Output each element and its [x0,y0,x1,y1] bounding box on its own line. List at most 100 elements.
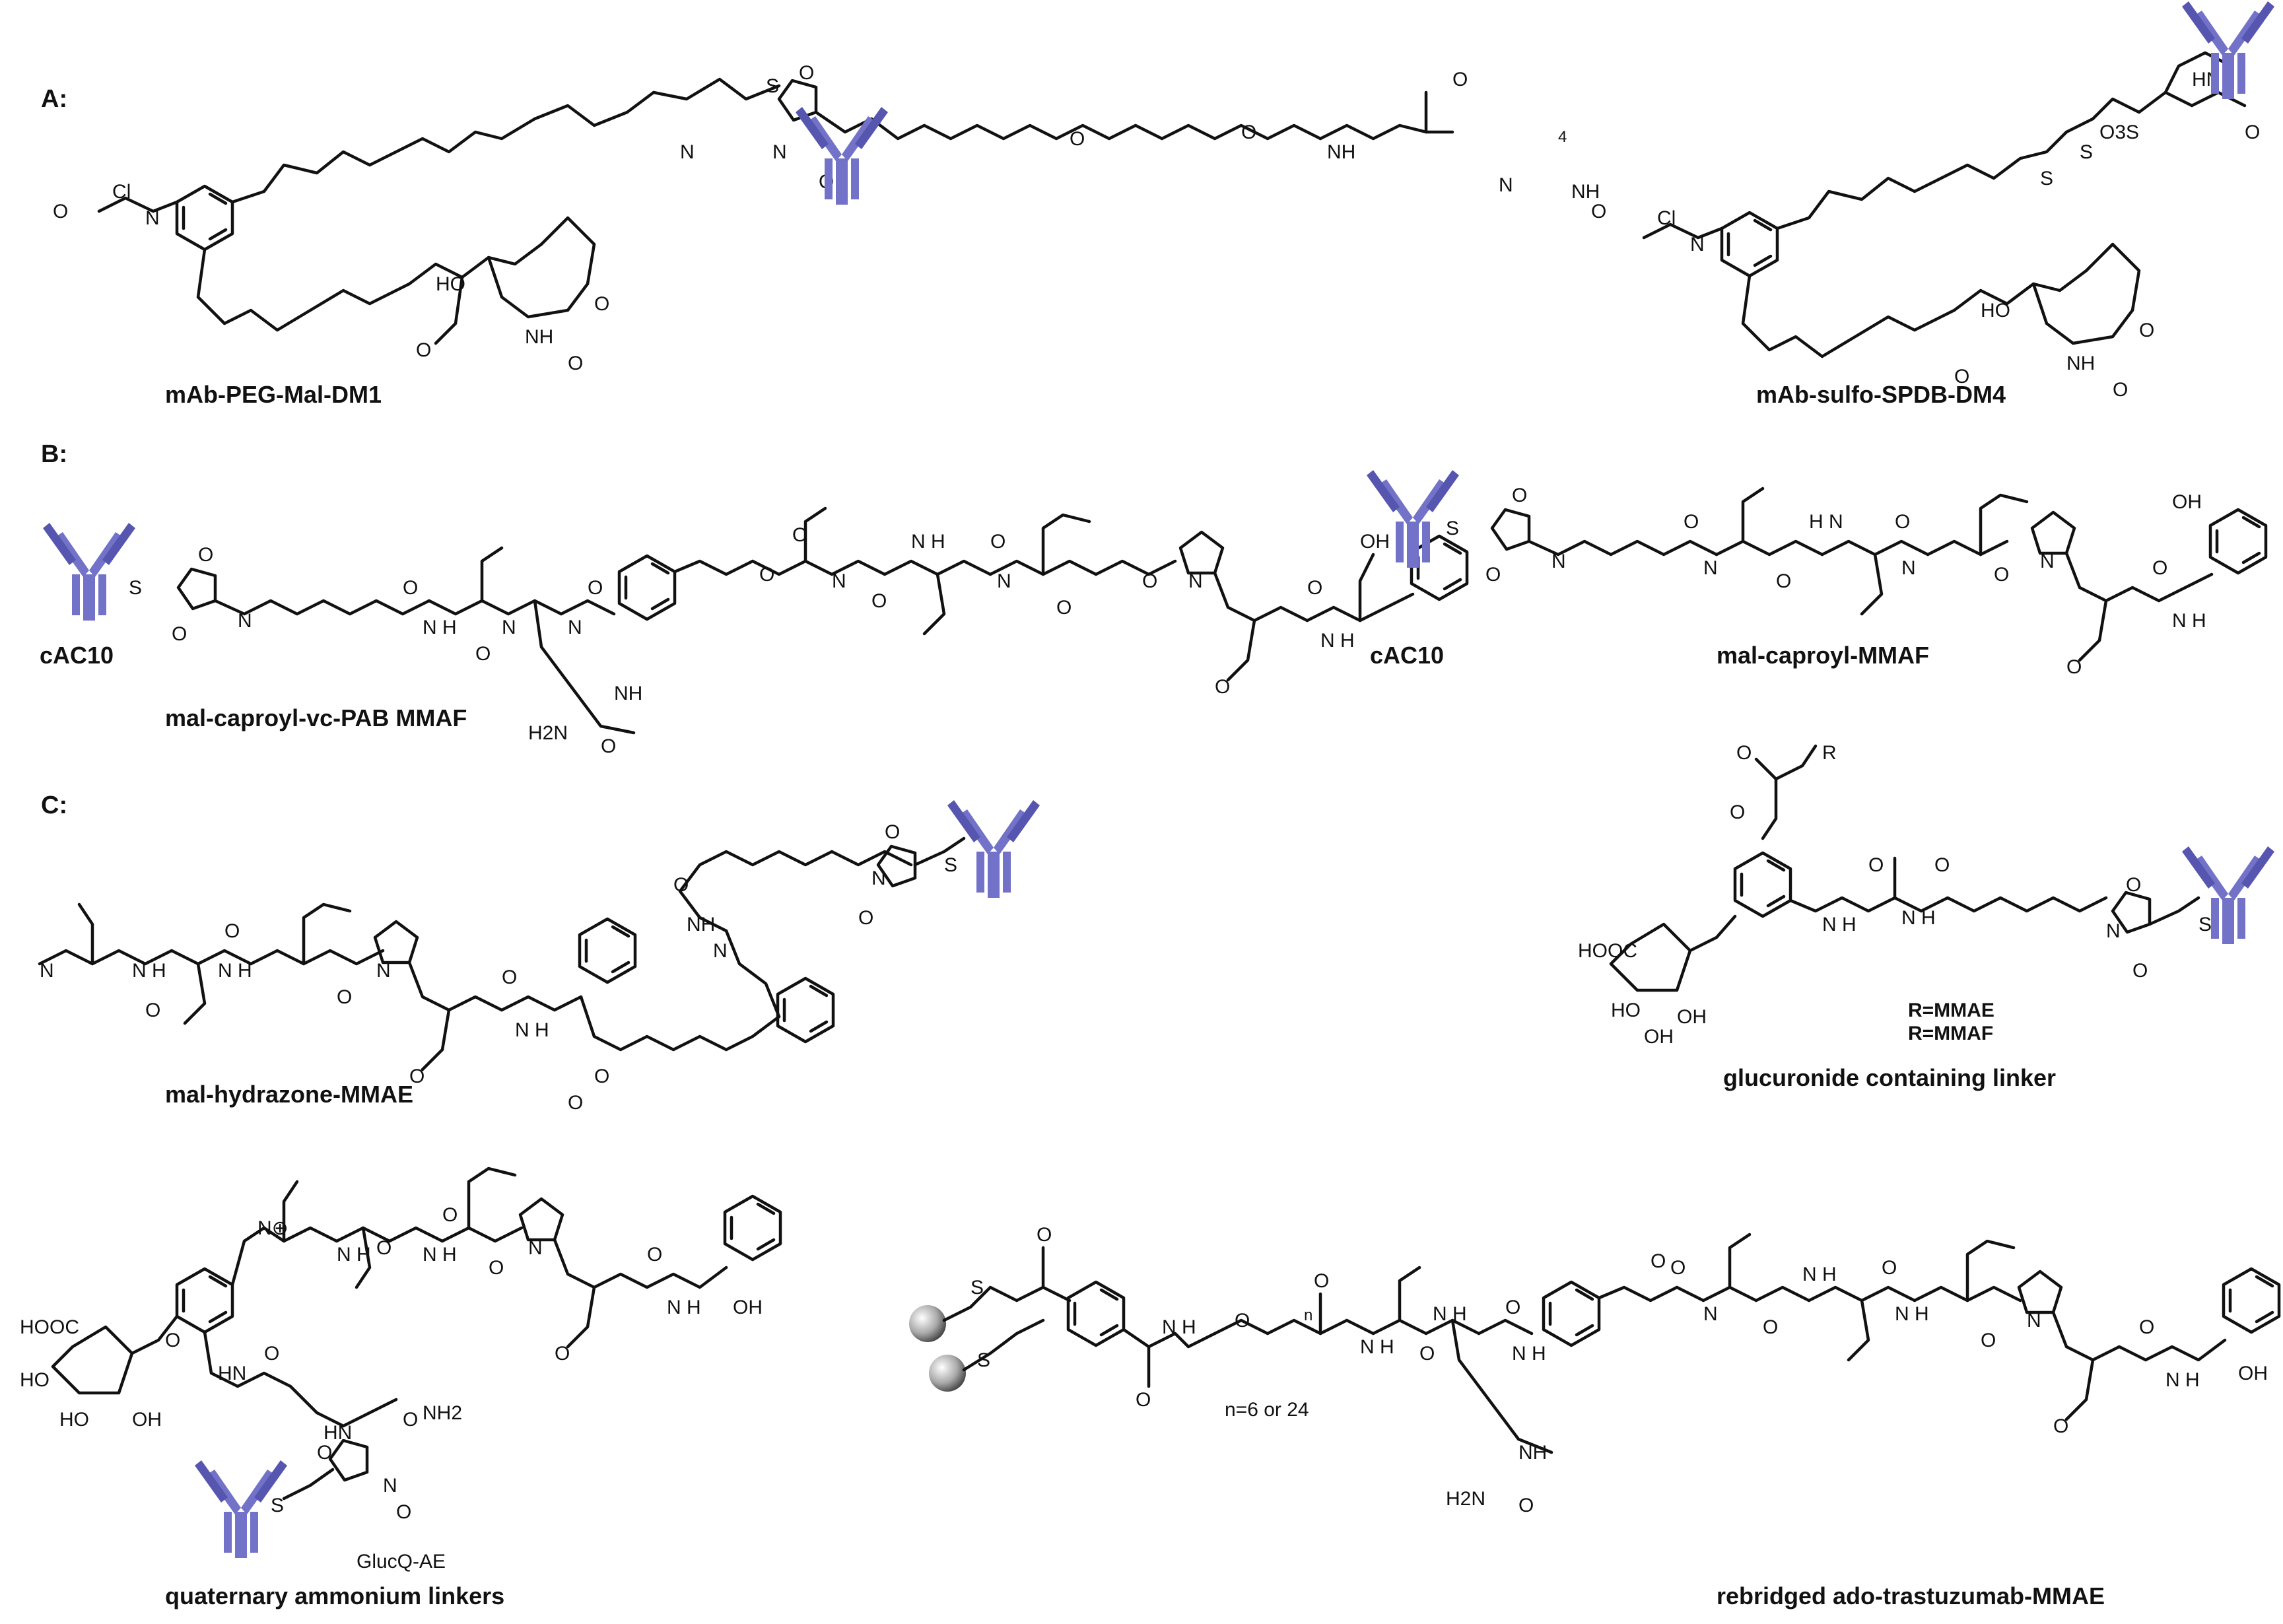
atom-o: O [594,293,609,315]
caption-a-right: mAb-sulfo-SPDB-DM4 [1756,381,2006,408]
atom-o: O [2152,557,2167,579]
atom-s: S [1446,518,1459,539]
note-r-mmaf: R=MMAF [1908,1023,1993,1044]
atom-nh: N H [1512,1343,1546,1365]
atom-n: N [997,570,1011,592]
atom-nh: N H [2165,1369,2200,1391]
atom-s: S [971,1277,984,1299]
atom-o: O [172,623,187,645]
atom-o: O [403,1409,418,1431]
atom-nh: NH [1327,141,1355,163]
atom-n: N [2040,551,2055,572]
atom-o: O [1868,854,1884,876]
atom-nh: N H [423,617,457,638]
atom-nh: N H [1162,1316,1196,1338]
note-n-value: n=6 or 24 [1225,1399,1309,1421]
atom-o: O [442,1204,458,1226]
structure-mal-hydrazone-mmae: N N H O O N H O N O O N H O O N NH O O N… [38,800,1040,1114]
atom-n: N [772,141,787,163]
atom-o: O [858,907,873,929]
atom-oh: OH [2172,491,2202,513]
atom-s: S [129,577,142,599]
caption-a-left: mAb-PEG-Mal-DM1 [165,381,382,408]
atom-n: N [145,207,160,229]
atom-oh: OH [1644,1026,1674,1048]
atom-hooc: HOOC [20,1316,79,1338]
caption-c-top-right: glucuronide containing linker [1723,1064,2056,1091]
atom-o: O [1670,1257,1686,1279]
atom-nh: NH [1571,181,1600,203]
atom-nh: N H [1433,1303,1467,1325]
atom-nh: N H [911,531,945,553]
atom-n: N [1499,174,1513,196]
atom-o: O [396,1501,411,1523]
atom-n: N [680,141,695,163]
atom-o: O [799,62,814,84]
atom-ho: HO [436,273,465,295]
atom-cl: Cl [1657,207,1676,229]
atom-o: O [1934,854,1950,876]
atom-hooc: HOOC [1578,940,1637,962]
atom-ho: HO [20,1369,50,1391]
atom-ho: HO [59,1409,89,1431]
note-r-mmae: R=MMAE [1908,999,1994,1021]
atom-o: O [1485,564,1501,586]
atom-n: N [568,617,582,638]
structure-peg-mal-dm1: Cl N O HO O O NH O N S O N O O O NH O N … [53,62,1600,374]
atom-oh: OH [1677,1006,1707,1028]
peg-repeat-subscript: n [1304,1306,1312,1324]
atom-o: O [555,1343,570,1365]
atom-o: O [871,590,887,612]
structure-rebridged-mmae: S S O O N H O n O N H O N H O N H O O N … [909,1224,2279,1516]
atom-nh: NH [2066,353,2095,374]
caption-c-top-left: mal-hydrazone-MMAE [165,1081,413,1108]
atom-o: O [568,1092,583,1114]
atom-nh: NH [614,683,642,704]
atom-o: O [1056,597,1072,619]
atom-nh: N H [423,1244,457,1266]
atom-n: N [1690,234,1705,255]
atom-o3s: O3S [2099,121,2139,143]
atom-nh: NH [525,326,553,348]
atom-n: N [1551,551,1566,572]
atom-n: N [1703,1303,1718,1325]
atom-o: O [588,577,603,599]
atom-nh: N H [667,1297,701,1318]
atom-n: N [376,960,391,982]
atom-o: O [1142,570,1157,592]
atom-o: O [1307,577,1322,599]
atom-o: O [1954,366,1969,388]
atom-oh: OH [2238,1363,2268,1384]
atom-o: O [1684,511,1699,533]
atom-o: O [1136,1389,1151,1411]
atom-s: S [944,854,957,876]
atom-o: O [165,1330,180,1351]
atom-cl: Cl [112,181,131,203]
atom-nh: N H [337,1244,371,1266]
atom-n: N [2106,920,2121,942]
bead-icon [929,1355,966,1392]
atom-o: O [1505,1297,1520,1318]
atom-n: N [40,960,54,982]
section-a: A: Cl N O HO O O NH O [41,1,2274,408]
atom-oh: OH [733,1297,763,1318]
atom-nh: N H [1320,630,1355,652]
atom-s: S [766,75,779,97]
atom-o: O [2113,379,2128,401]
atom-s: S [2040,168,2053,189]
atom-o: O [1235,1310,1250,1332]
section-c: C: N N H O O N H O [20,742,2279,1609]
atom-nh: N H [515,1019,549,1041]
atom-nh: N H [132,960,166,982]
atom-hn: HN [324,1422,352,1444]
atom-o: O [53,201,68,222]
section-b: B: S O N O [40,440,2266,757]
caption-b-right: mal-caproyl-MMAF [1717,642,1929,669]
structure-mc-vc-pab-mmaf: S O N O O N H N O O N O O N O N H O N O … [43,506,1467,757]
atom-o: O [403,577,418,599]
atom-o: O [1452,69,1468,90]
atom-nh: N H [1822,914,1857,935]
atom-s: S [271,1495,284,1516]
atom-n: N [502,617,516,638]
